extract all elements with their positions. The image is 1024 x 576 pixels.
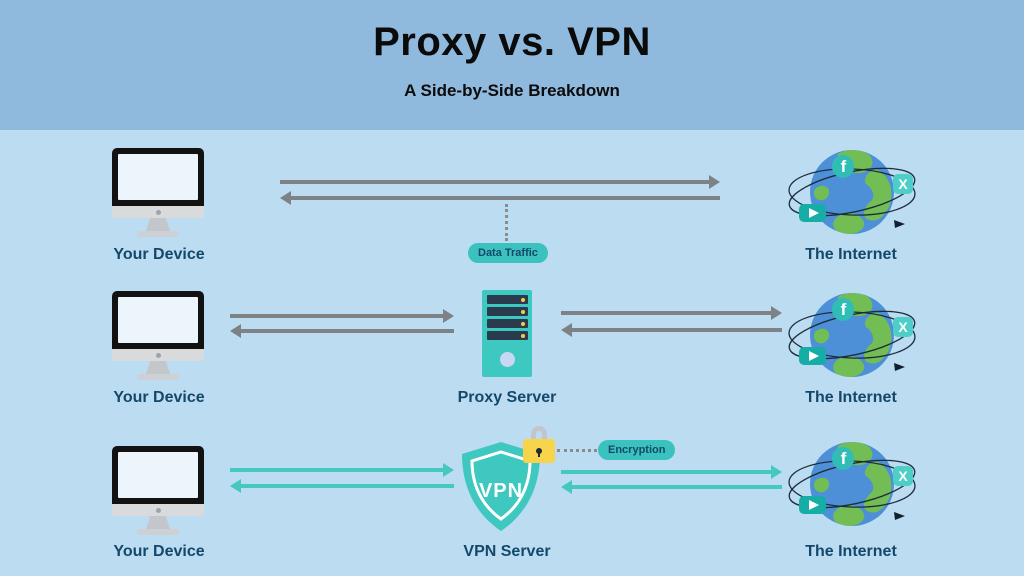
computer-icon xyxy=(112,148,204,237)
arrow-right-icon xyxy=(561,465,782,479)
arrow-right-icon xyxy=(230,463,454,477)
device-label: Your Device xyxy=(113,246,205,263)
arrow-left-icon xyxy=(561,323,782,337)
arrow-right-icon xyxy=(280,175,720,189)
arrow-left-icon xyxy=(561,480,782,494)
internet-label: The Internet xyxy=(805,543,897,560)
internet-label: The Internet xyxy=(805,246,897,263)
proxy-server-icon xyxy=(482,290,532,377)
internet-globe-icon xyxy=(786,289,920,383)
padlock-icon xyxy=(523,426,555,463)
dotted-connector xyxy=(505,204,508,241)
data-traffic-badge: Data Traffic xyxy=(468,243,548,263)
page-subtitle: A Side-by-Side Breakdown xyxy=(404,81,620,100)
encryption-badge: Encryption xyxy=(598,440,676,460)
computer-icon xyxy=(112,291,204,380)
arrow-right-icon xyxy=(230,309,454,323)
dotted-connector xyxy=(557,449,597,452)
internet-globe-icon xyxy=(786,146,920,240)
arrow-left-icon xyxy=(230,479,454,493)
arrow-right-icon xyxy=(561,306,782,320)
vpn-shield-icon: VPN xyxy=(462,442,540,531)
svg-text:VPN: VPN xyxy=(479,480,523,502)
page-title: Proxy vs. VPN xyxy=(373,20,651,64)
arrow-left-icon xyxy=(230,324,454,338)
device-label: Your Device xyxy=(113,389,205,406)
internet-label: The Internet xyxy=(805,389,897,406)
proxy-server-label: Proxy Server xyxy=(457,389,557,406)
arrow-left-icon xyxy=(280,191,720,205)
internet-globe-icon xyxy=(786,438,920,532)
header: Proxy vs. VPN A Side-by-Side Breakdown xyxy=(0,0,1024,130)
vpn-server-label: VPN Server xyxy=(463,543,551,560)
device-label: Your Device xyxy=(113,543,205,560)
computer-icon xyxy=(112,446,204,535)
